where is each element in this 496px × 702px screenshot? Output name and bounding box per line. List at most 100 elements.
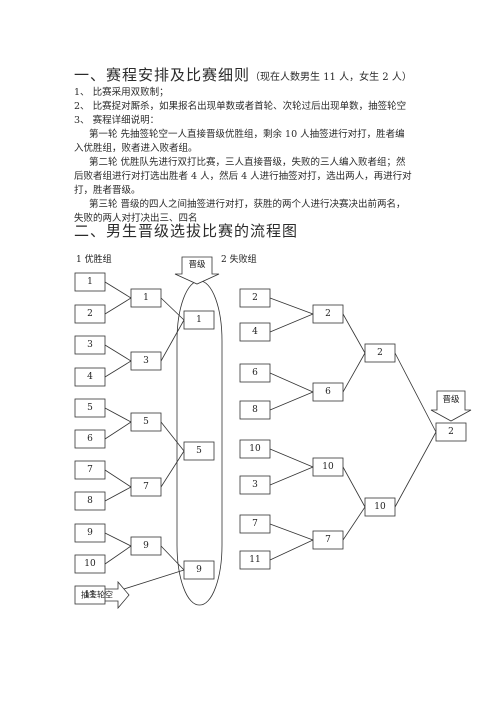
losers-r2-slot-label: 6	[325, 387, 331, 397]
winners-r1-slot-label: 3	[87, 340, 93, 350]
connector-line	[104, 545, 132, 565]
winners-r1-slot	[74, 460, 106, 480]
connector-line	[269, 313, 314, 333]
winners-r1-slot	[74, 554, 106, 574]
losers-r1-slot-label: 2	[252, 293, 258, 303]
winners-group-label: 1 优胜组	[76, 253, 112, 265]
losers-r2-slot-label: 7	[325, 535, 331, 545]
losers-r2-slot-label: 2	[325, 309, 331, 319]
losers-r3-slot	[364, 497, 396, 517]
paragraph-line: 第二轮 优胜队先进行双打比赛，三人直接晋级，失败的三人编入败者组；然	[89, 157, 406, 168]
winners-r3-slot-label: 1	[196, 315, 202, 325]
connector-line	[160, 297, 185, 321]
winners-r2-slot	[130, 288, 162, 308]
rule-1: 1、 比赛采用双败制；	[74, 87, 169, 98]
connector-line	[342, 313, 366, 354]
losers-r3-slot-label: 2	[377, 348, 383, 358]
connector-line	[104, 344, 132, 362]
paragraph-line: 第三轮 晋级的四人之间抽签进行对打，获胜的两个人进行决赛决出前两名，	[89, 199, 406, 210]
losers-r1-slot	[239, 400, 271, 420]
connector-line	[104, 281, 132, 299]
winners-r1-slot	[74, 272, 106, 292]
connector-line	[269, 391, 314, 411]
winners-r2-slot	[130, 536, 162, 556]
connector-line	[104, 297, 132, 315]
winners-r1-slot-label: 9	[87, 528, 93, 538]
winners-r2-slot	[130, 412, 162, 432]
winners-r1-slot	[74, 429, 106, 449]
paragraph-line: 入优胜组，败者进入败者组。	[74, 143, 198, 154]
rule-3: 3、 赛程详细说明：	[74, 115, 160, 126]
winners-r1-slot	[74, 367, 106, 387]
winners-r1-slot-label: 4	[87, 372, 93, 382]
winners-r2-slot-label: 9	[143, 541, 149, 551]
winners-r1-slot-label: 5	[87, 403, 93, 413]
losers-r1-slot-label: 4	[252, 327, 258, 337]
losers-r1-slot	[239, 363, 271, 383]
losers-r1-slot-label: 8	[252, 405, 258, 415]
promote-arrow	[174, 256, 220, 285]
connector-line	[104, 407, 132, 423]
losers-r1-slot-label: 7	[252, 519, 258, 529]
section-1-heading: 一、赛程安排及比赛细则	[74, 66, 251, 84]
connector-line	[160, 545, 185, 571]
winners-r1-slot-label: 10	[84, 559, 96, 569]
losers-r3-slot-label: 10	[374, 502, 386, 512]
connector-line	[269, 466, 314, 486]
winners-r1-slot	[74, 523, 106, 543]
winners-r1-slot	[74, 335, 106, 355]
connector-line	[342, 352, 366, 393]
section-1-note: （现在人数男生 11 人，女生 2 人）	[250, 72, 412, 83]
winners-r2-slot	[130, 351, 162, 371]
losers-r2-slot	[312, 382, 344, 402]
winners-r2-slot-label: 3	[143, 356, 149, 366]
losers-r1-slot-label: 6	[252, 368, 258, 378]
losers-r1-slot	[239, 322, 271, 342]
winners-r2-slot-label: 1	[143, 293, 149, 303]
losers-r1-slot-label: 10	[249, 444, 261, 454]
paragraph-line: 第一轮 先抽签轮空一人直接晋级优胜组，剩余 10 人抽签进行对打，胜者编	[89, 129, 405, 140]
losers-r1-slot	[239, 475, 271, 495]
losers-r2-slot-label: 10	[322, 462, 334, 472]
promote-label: 晋级	[188, 259, 206, 270]
connector-line	[160, 319, 185, 362]
winners-r1-slot	[74, 304, 106, 324]
losers-final-slot	[435, 422, 467, 442]
section-2-title: 二、男生晋级选拔比赛的流程图	[74, 222, 299, 240]
bye-label: 抽签轮空	[81, 590, 113, 600]
connector-line	[104, 532, 132, 547]
losers-r2-slot	[312, 530, 344, 550]
connector-line	[269, 297, 314, 315]
winners-r1-slot	[74, 585, 106, 605]
winners-r3-slot	[183, 441, 215, 461]
promote-label-losers: 晋级	[442, 394, 460, 405]
winners-r3-slot-label: 5	[196, 446, 202, 456]
winners-r1-slot-label: 2	[87, 309, 93, 319]
winners-r2-slot-label: 5	[143, 417, 149, 427]
paragraph-line: 失败的两人对打决出三、四名	[74, 213, 198, 224]
losers-r1-slot-label: 11	[249, 555, 260, 565]
connector-line	[269, 539, 314, 561]
losers-r2-slot	[312, 457, 344, 477]
losers-r1-slot	[239, 514, 271, 534]
losers-r3-slot	[364, 343, 396, 363]
winners-r3-slot	[183, 560, 215, 580]
connector-line	[342, 506, 366, 541]
rule-2: 2、 比赛捉对厮杀，如果报名出现单数或者首轮、次轮过后出现单数，抽签轮空	[74, 101, 407, 112]
connector-line	[104, 421, 132, 440]
winners-r1-slot-label: 11	[84, 590, 95, 600]
losers-r2-slot	[312, 304, 344, 324]
losers-final-slot-label: 2	[448, 427, 454, 437]
winners-r1-slot-label: 7	[87, 465, 93, 475]
winners-r2-slot-label: 7	[143, 482, 149, 492]
winners-r3-slot	[183, 310, 215, 330]
winners-r1-slot-label: 6	[87, 434, 93, 444]
losers-r1-slot	[239, 288, 271, 308]
connector-line	[104, 360, 132, 378]
winners-r1-slot-label: 1	[87, 277, 93, 287]
connector-line	[104, 486, 132, 502]
winners-r1-slot	[74, 491, 106, 511]
winners-r1-slot-label: 8	[87, 496, 93, 506]
losers-r1-slot	[239, 439, 271, 459]
